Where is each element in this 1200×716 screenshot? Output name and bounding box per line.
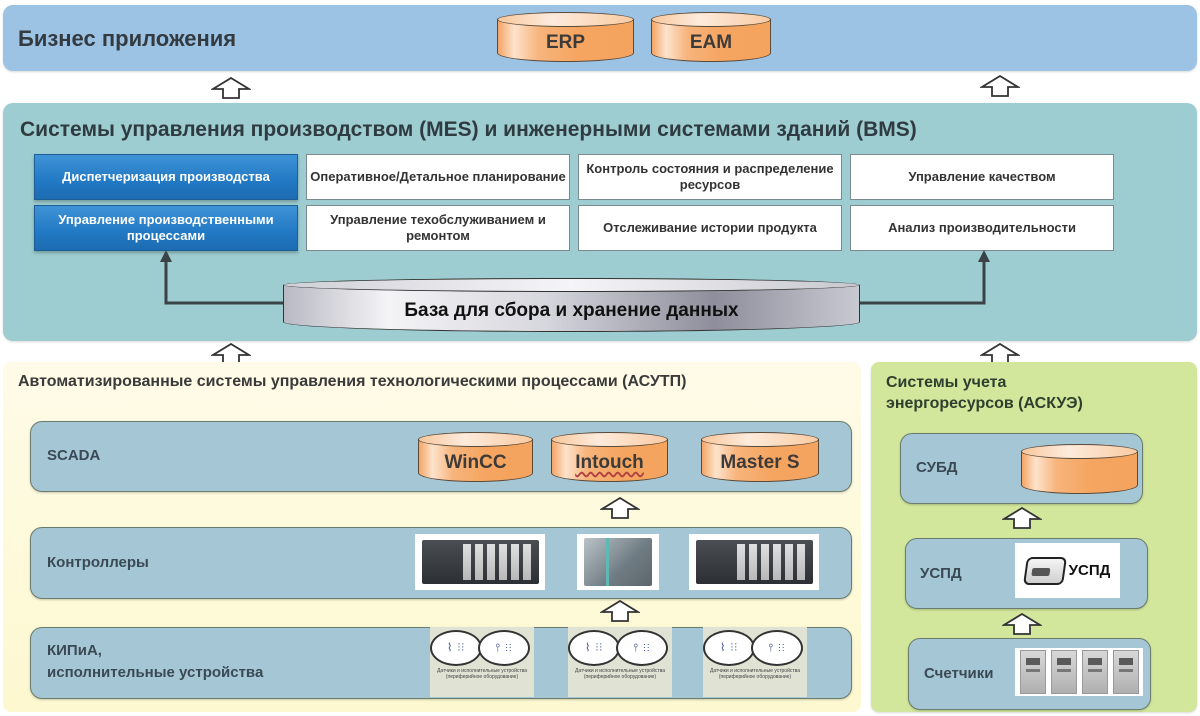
asutp-layer-title: Автоматизированные системы управления те… bbox=[18, 373, 687, 390]
data-storage-database: База для сбора и хранение данных bbox=[283, 278, 860, 332]
up-arrow-icon bbox=[1002, 613, 1042, 635]
master-s-label: Master S bbox=[720, 452, 800, 473]
sensors-image: ⌇ ⫶⫶ ⫯ ⫶⫶ Датчики и исполнительные устро… bbox=[703, 627, 807, 697]
kip-label-line2: исполнительные устройства bbox=[47, 664, 264, 681]
uspd-device-image: УСПД bbox=[1015, 543, 1120, 598]
intouch-database: Intouch bbox=[551, 432, 668, 482]
eam-database: EAM bbox=[651, 12, 771, 62]
up-arrow-icon bbox=[600, 497, 640, 519]
intouch-label: Intouch bbox=[575, 452, 644, 473]
module-maintenance-management: Управление техобслуживанием и ремонтом bbox=[306, 205, 570, 251]
module-performance-analysis: Анализ производительности bbox=[850, 205, 1114, 251]
sensors-image: ⌇ ⫶⫶ ⫯ ⫶⫶ Датчики и исполнительные устро… bbox=[430, 627, 534, 697]
module-quality-management: Управление качеством bbox=[850, 154, 1114, 200]
db-connector-lines bbox=[160, 250, 990, 305]
askue-title-line2: энергоресурсов (АСКУЭ) bbox=[886, 395, 1083, 412]
sensors-image: ⌇ ⫶⫶ ⫯ ⫶⫶ Датчики и исполнительные устро… bbox=[568, 627, 672, 697]
wincc-label: WinCC bbox=[444, 452, 507, 473]
module-operational-planning: Оперативное/Детальное планирование bbox=[306, 154, 570, 200]
master-s-database: Master S bbox=[701, 432, 819, 482]
module-product-tracking: Отслеживание истории продукта bbox=[578, 205, 842, 251]
data-collector-icon bbox=[1022, 556, 1067, 585]
arrowhead-icon bbox=[978, 250, 990, 262]
arrowhead-icon bbox=[160, 250, 172, 262]
meters-image bbox=[1015, 648, 1143, 696]
electricity-meter-icon bbox=[1050, 650, 1077, 694]
dbms-label: СУБД bbox=[916, 459, 958, 476]
plc-rack-image bbox=[689, 534, 819, 590]
module-resource-control: Контроль состояния и распределение ресур… bbox=[578, 154, 842, 200]
up-arrow-icon bbox=[600, 600, 640, 622]
kip-label-line1: КИПиА, bbox=[47, 642, 102, 659]
electricity-meter-icon bbox=[1081, 650, 1108, 694]
scada-label: SCADA bbox=[47, 447, 101, 464]
business-layer-title: Бизнес приложения bbox=[18, 26, 237, 51]
erp-label: ERP bbox=[545, 32, 586, 53]
dbms-database bbox=[1021, 444, 1138, 494]
controllers-label: Контроллеры bbox=[47, 554, 149, 571]
eam-label: EAM bbox=[689, 32, 733, 53]
erp-database: ERP bbox=[497, 12, 634, 62]
mes-layer-title: Системы управления производством (MES) и… bbox=[20, 118, 917, 141]
electricity-meter-icon bbox=[1019, 650, 1046, 694]
uspd-label: УСПД bbox=[920, 565, 962, 582]
power-supply-image bbox=[577, 534, 659, 590]
electricity-meter-icon bbox=[1112, 650, 1139, 694]
data-storage-label: База для сбора и хранение данных bbox=[404, 300, 739, 321]
module-production-dispatching: Диспетчеризация производства bbox=[34, 154, 298, 200]
up-arrow-icon bbox=[1002, 507, 1042, 529]
module-process-management: Управление производственными процессами bbox=[34, 205, 298, 251]
meters-label: Счетчики bbox=[924, 665, 994, 682]
askue-title-line1: Системы учета bbox=[886, 374, 1007, 391]
wincc-database: WinCC bbox=[418, 432, 533, 482]
uspd-device-label: УСПД bbox=[1068, 562, 1111, 579]
plc-rack-image bbox=[415, 534, 545, 590]
